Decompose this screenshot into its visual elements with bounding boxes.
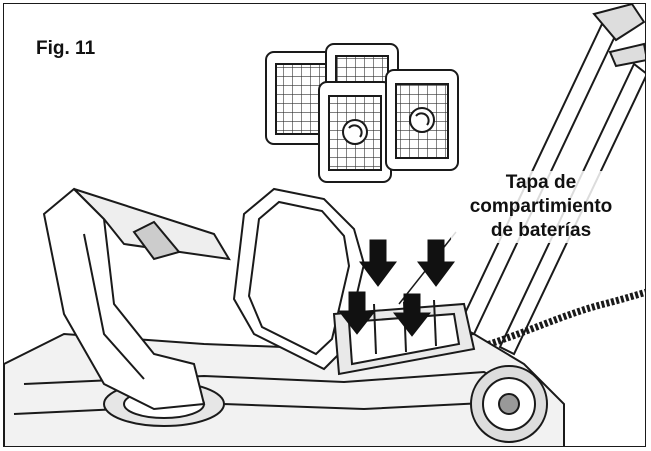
cable (472, 288, 645, 353)
arrow-4 (392, 293, 432, 337)
arrow-3 (337, 291, 377, 335)
mower-illustration (4, 4, 645, 446)
battery-compartment (332, 299, 476, 376)
battery-3 (318, 81, 392, 183)
battery-cover-callout: Tapa de compartimiento de baterías (451, 171, 631, 243)
callout-line-3: de baterías (490, 220, 592, 241)
figure-label: Fig. 11 (36, 38, 96, 59)
figure-frame: Fig. 11 Tapa de compartimiento de baterí… (3, 3, 646, 447)
battery-pack-icon (265, 43, 459, 183)
callout-line-1: Tapa de (505, 172, 577, 193)
callout-line-2: compartimiento (469, 196, 613, 217)
battery-4 (385, 69, 459, 171)
arrow-2 (417, 239, 455, 287)
arrow-down-icon (337, 239, 455, 337)
wheel (470, 365, 548, 443)
grass-chute (42, 187, 231, 411)
arrow-1 (359, 239, 397, 287)
